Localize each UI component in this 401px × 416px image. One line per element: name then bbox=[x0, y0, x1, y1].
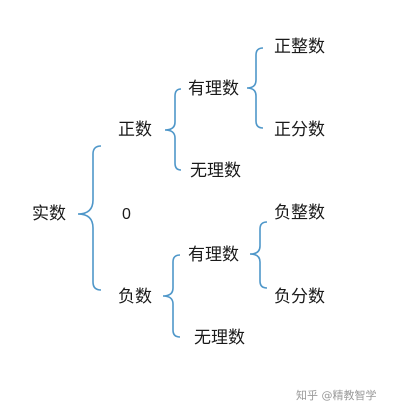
negative-fraction-label: 负分数 bbox=[274, 287, 325, 307]
negative-label: 负数 bbox=[118, 287, 152, 307]
negative-irrational-label: 无理数 bbox=[194, 328, 245, 348]
watermark: 知乎 @精教智学 bbox=[296, 389, 377, 402]
bracket-negative-rational bbox=[249, 221, 268, 289]
positive-fraction-label: 正分数 bbox=[274, 120, 325, 140]
bracket-positive-rational bbox=[246, 47, 264, 129]
positive-integer-label: 正整数 bbox=[274, 37, 325, 57]
positive-irrational-label: 无理数 bbox=[190, 161, 241, 181]
bracket-negative bbox=[162, 254, 181, 338]
positive-rational-label: 有理数 bbox=[188, 79, 239, 99]
bracket-positive bbox=[164, 88, 182, 171]
root-label-real-numbers: 实数 bbox=[32, 204, 66, 224]
positive-label: 正数 bbox=[118, 120, 152, 140]
negative-integer-label: 负整数 bbox=[274, 203, 325, 223]
negative-rational-label: 有理数 bbox=[188, 245, 239, 265]
bracket-root bbox=[77, 145, 102, 291]
zero-label: 0 bbox=[122, 206, 131, 223]
